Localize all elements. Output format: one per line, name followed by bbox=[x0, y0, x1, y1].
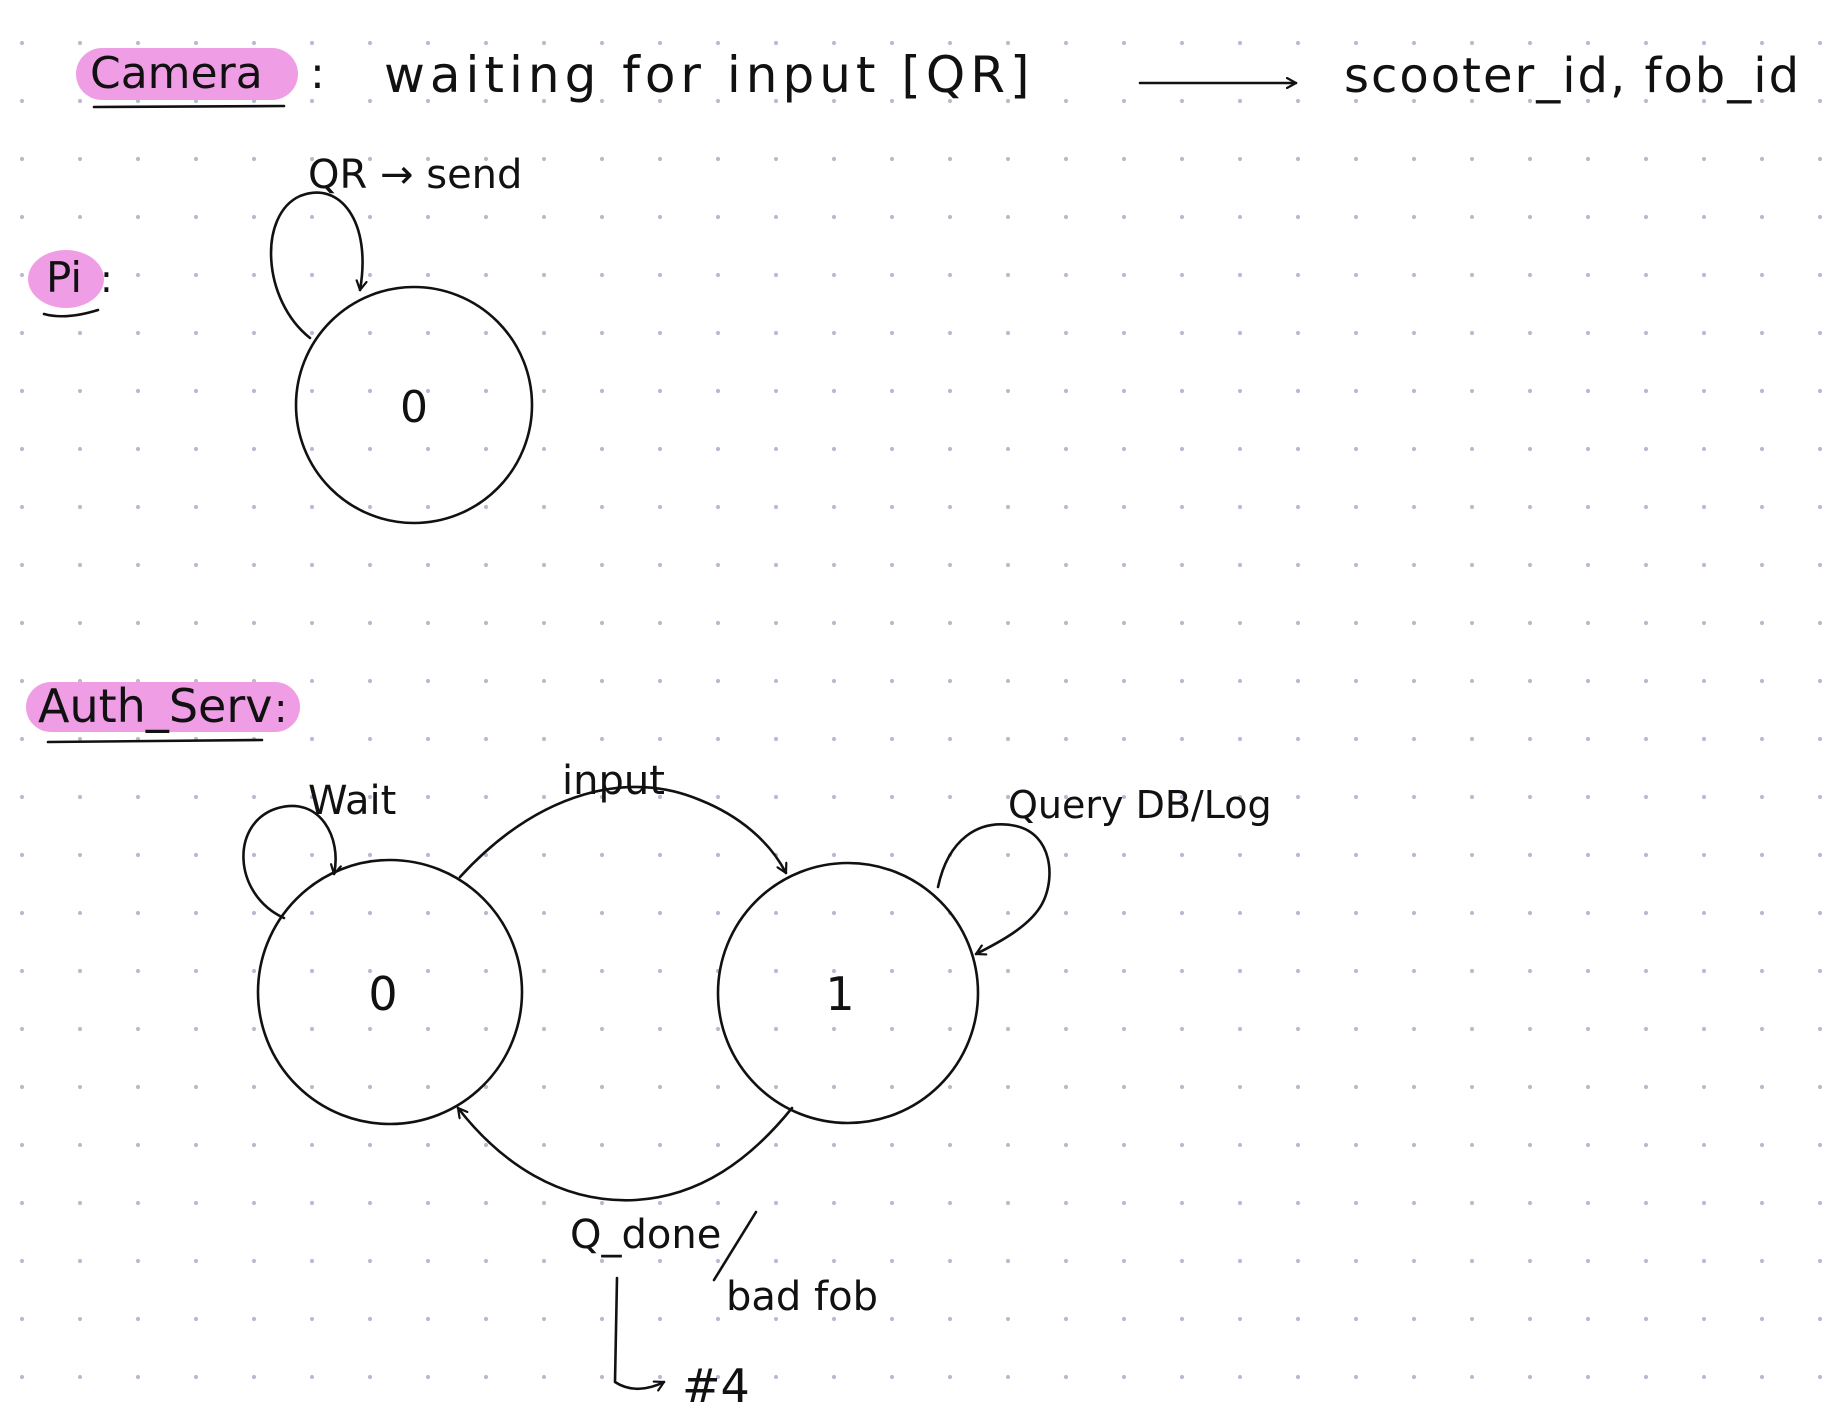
auth-query-label: Query DB/Log bbox=[1008, 783, 1272, 827]
camera-output-text: scooter_id, fob_id bbox=[1344, 48, 1801, 104]
pi-highlight bbox=[28, 250, 104, 308]
auth-query-loop-arrow bbox=[936, 823, 1051, 954]
pi-underline bbox=[42, 308, 100, 318]
camera-highlight bbox=[76, 48, 298, 100]
pi-self-loop-label: QR → send bbox=[308, 152, 522, 198]
camera-label: Camera bbox=[90, 48, 263, 99]
auth-state-0-label: 0 bbox=[368, 967, 397, 1021]
pi-self-loop-arrow bbox=[269, 191, 363, 340]
camera-underline bbox=[92, 104, 286, 109]
auth-section: Auth_Serv : 0 1 Wait input Query DB/Log … bbox=[26, 679, 1272, 1413]
pi-section: Pi : 0 QR → send bbox=[28, 152, 534, 525]
auth-bad-fob-label: bad fob bbox=[726, 1274, 878, 1320]
auth-underline bbox=[46, 738, 264, 744]
camera-colon: : bbox=[310, 48, 325, 99]
auth-goto-label: #4 bbox=[682, 1359, 750, 1413]
auth-done-label: Q_done bbox=[570, 1212, 721, 1258]
auth-done-slash bbox=[712, 1210, 758, 1282]
auth-done-arrow bbox=[456, 1106, 794, 1202]
auth-input-arrow bbox=[458, 785, 786, 879]
camera-section: Camera : waiting for input [QR] scooter_… bbox=[76, 46, 1801, 109]
camera-waiting-text: waiting for input [QR] bbox=[384, 46, 1035, 104]
auth-goto-arrow bbox=[613, 1276, 666, 1389]
auth-state-1-label: 1 bbox=[825, 967, 854, 1021]
auth-state-1 bbox=[716, 861, 980, 1125]
auth-highlight bbox=[26, 682, 300, 732]
auth-state-0 bbox=[256, 858, 524, 1126]
pi-label: Pi bbox=[46, 253, 82, 302]
auth-wait-loop-arrow bbox=[242, 804, 335, 920]
auth-input-label: input bbox=[562, 758, 665, 804]
pi-state-0-label: 0 bbox=[400, 382, 428, 433]
auth-label: Auth_Serv bbox=[38, 679, 272, 733]
pi-colon: : bbox=[100, 257, 113, 301]
auth-wait-label: Wait bbox=[308, 778, 396, 824]
auth-colon: : bbox=[274, 686, 287, 732]
pi-state-0 bbox=[294, 285, 534, 525]
